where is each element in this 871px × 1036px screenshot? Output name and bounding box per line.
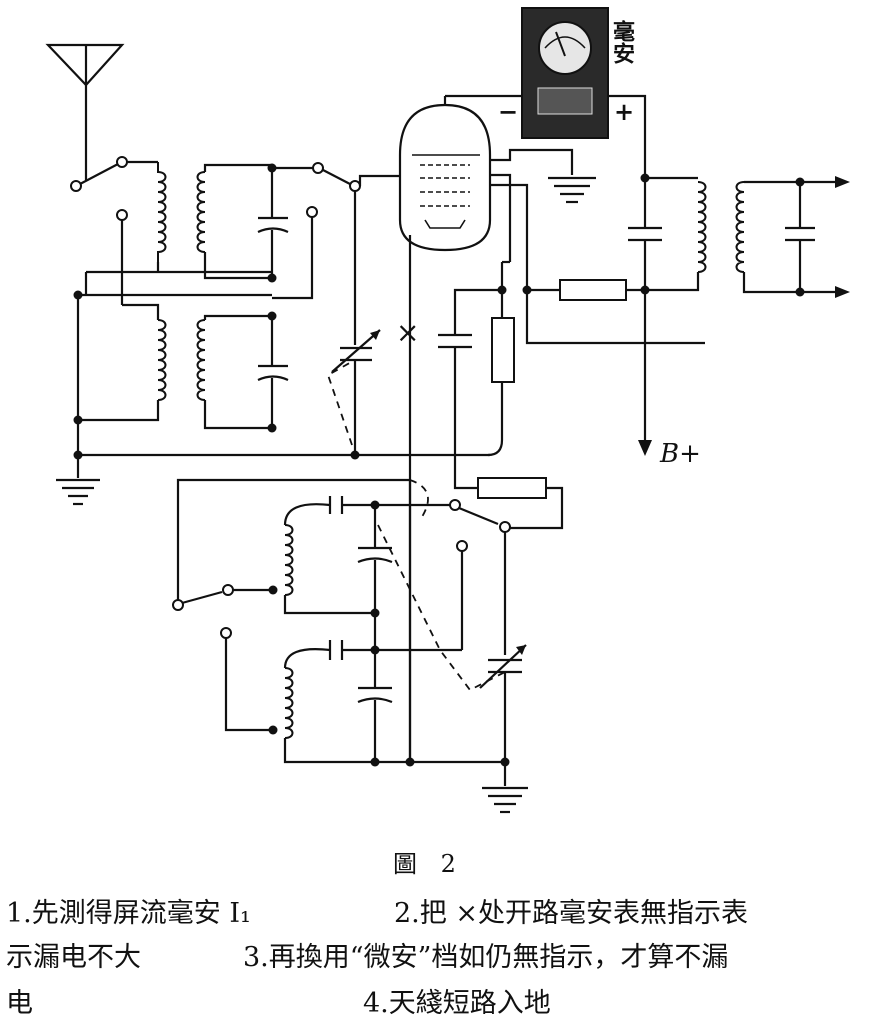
- band-switch-oscillator: [172, 584, 273, 732]
- antenna-coil-upper: [156, 162, 274, 280]
- oscillator-coil-upper: [268, 496, 375, 615]
- meter-plus-label: +: [614, 97, 634, 126]
- grid-leak-resistor: [477, 477, 564, 530]
- note-1-line-1: 1.先測得屏流毫安 I₁: [6, 898, 251, 929]
- padder-capacitor-upper: [357, 505, 393, 613]
- vacuum-tube: [398, 96, 705, 762]
- milliammeter: − +: [445, 7, 647, 178]
- b-plus-label: B+: [659, 439, 701, 469]
- plate-resistor: [522, 279, 645, 301]
- bypass-capacitor-plate: [628, 178, 662, 456]
- padder-capacitor-lower: [357, 613, 393, 762]
- ground-symbol-tube: [548, 176, 596, 204]
- switch-contact: [306, 206, 318, 218]
- note-3: 3.再換用“微安”档如仍無指示，才算不漏: [243, 942, 729, 973]
- variable-capacitor-tuning: [331, 329, 381, 455]
- screen-resistor: [487, 260, 515, 457]
- switch-contact: [116, 209, 128, 221]
- tuning-capacitor-lower: [257, 311, 289, 433]
- meter-minus-label: −: [498, 97, 518, 126]
- output-transformer: [645, 176, 850, 298]
- antenna-coil-lower: [78, 303, 272, 430]
- antenna-symbol: [45, 43, 158, 192]
- note-1-line-3: 电: [6, 988, 33, 1019]
- oscillator-coil-lower: [268, 640, 462, 764]
- tuning-capacitor-upper: [257, 163, 289, 283]
- circuit-diagram: × − + 毫安 B+: [45, 7, 850, 814]
- ground-symbol-left: [56, 455, 100, 506]
- ground-symbol-bottom: [482, 762, 528, 814]
- meter-label: 毫安: [609, 19, 635, 64]
- coupling-capacitor-grid: [438, 288, 502, 490]
- note-1-line-2: 示漏电不大: [6, 942, 141, 973]
- figure-title: 圖 2: [393, 850, 464, 878]
- break-point-mark: ×: [396, 316, 419, 349]
- note-2: 2.把 ×处开路毫安表無指示表: [394, 898, 748, 929]
- variable-capacitor-oscillator: [479, 644, 527, 762]
- note-4: 4.天綫短路入地: [363, 988, 551, 1019]
